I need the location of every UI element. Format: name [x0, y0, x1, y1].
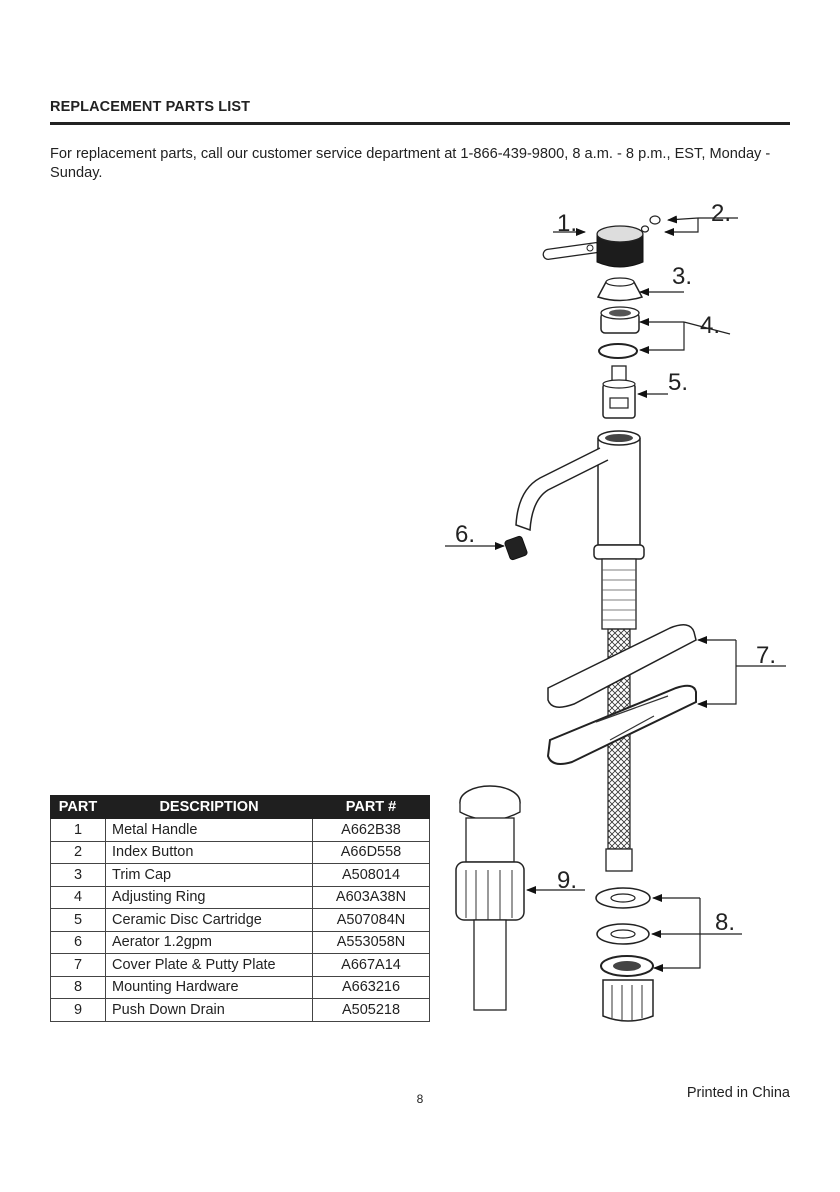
callout-1: 1. [557, 210, 577, 237]
faucet-body-drawing [515, 430, 645, 630]
part-cell: 1 [50, 818, 106, 842]
description-cell: Aerator 1.2gpm [105, 930, 313, 954]
callout-9: 9. [557, 867, 577, 894]
part-number-cell: A553058N [312, 930, 430, 954]
table-row: 5 Ceramic Disc Cartridge A507084N [50, 908, 430, 932]
callout-6: 6. [455, 521, 475, 548]
part-cell: 7 [50, 953, 106, 977]
part-cell: 8 [50, 975, 106, 999]
callout-4: 4. [700, 312, 720, 339]
leader-lines [445, 215, 786, 972]
description-cell: Mounting Hardware [105, 975, 313, 999]
cartridge-drawing [602, 365, 636, 419]
part-cell: 4 [50, 885, 106, 909]
callout-5: 5. [668, 369, 688, 396]
description-cell: Cover Plate & Putty Plate [105, 953, 313, 977]
table-row: 6 Aerator 1.2gpm A553058N [50, 930, 430, 954]
part-cell: 2 [50, 840, 106, 864]
part-number-cell: A508014 [312, 863, 430, 887]
table-row: 7 Cover Plate & Putty Plate A667A14 [50, 953, 430, 977]
part-number-cell: A507084N [312, 908, 430, 932]
callout-3: 3. [672, 263, 692, 290]
description-cell: Push Down Drain [105, 998, 313, 1022]
callout-7: 7. [756, 642, 776, 669]
table-row: 3 Trim Cap A508014 [50, 863, 430, 887]
table-row: 4 Adjusting Ring A603A38N [50, 885, 430, 909]
col-header-description: DESCRIPTION [105, 795, 313, 819]
index-button-drawing [640, 215, 661, 233]
callout-2: 2. [711, 200, 731, 227]
part-number-cell: A603A38N [312, 885, 430, 909]
description-cell: Metal Handle [105, 818, 313, 842]
intro-text: For replacement parts, call our customer… [50, 146, 771, 181]
description-cell: Adjusting Ring [105, 885, 313, 909]
callout-8: 8. [715, 909, 735, 936]
part-cell: 5 [50, 908, 106, 932]
part-cell: 3 [50, 863, 106, 887]
table-row: 9 Push Down Drain A505218 [50, 998, 430, 1022]
trim-cap-drawing [596, 281, 644, 302]
section-title: REPLACEMENT PARTS LIST [50, 99, 251, 115]
part-number-cell: A663216 [312, 975, 430, 999]
part-number-cell: A66D558 [312, 840, 430, 864]
part-cell: 9 [50, 998, 106, 1022]
page-number: 8 [416, 1092, 424, 1106]
cover-plate-drawing [546, 624, 697, 765]
col-header-part: PART [50, 795, 106, 819]
part-cell: 6 [50, 930, 106, 954]
description-cell: Ceramic Disc Cartridge [105, 908, 313, 932]
table-header-row: PART DESCRIPTION PART # [50, 795, 430, 819]
description-cell: Index Button [105, 840, 313, 864]
drain-drawing [455, 785, 525, 1011]
parts-table: PART DESCRIPTION PART # 1 Metal Handle A… [50, 795, 430, 1022]
title-divider [50, 122, 790, 125]
table-row: 1 Metal Handle A662B38 [50, 818, 430, 842]
aerator-drawing [504, 535, 528, 561]
table-row: 2 Index Button A66D558 [50, 840, 430, 864]
printed-note: Printed in China [686, 1085, 790, 1101]
mounting-hardware-drawing [595, 887, 654, 1022]
part-number-cell: A505218 [312, 998, 430, 1022]
table-row: 8 Mounting Hardware A663216 [50, 975, 430, 999]
description-cell: Trim Cap [105, 863, 313, 887]
part-number-cell: A662B38 [312, 818, 430, 842]
part-number-cell: A667A14 [312, 953, 430, 977]
adjusting-ring-drawing [598, 306, 640, 359]
handle-drawing [542, 225, 644, 268]
col-header-part-number: PART # [312, 795, 430, 819]
